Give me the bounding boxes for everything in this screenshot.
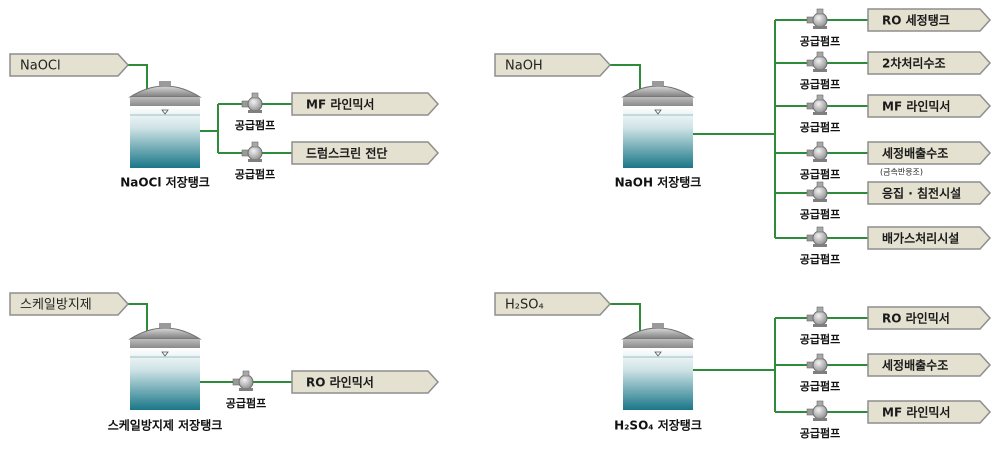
naoh-target-tag-4-shape [867,181,992,205]
naoh-pump-label-3: 공급펌프 [800,167,840,181]
naoh-target-tag-1-shape [867,51,992,75]
naoh-pump-label-4: 공급펌프 [800,207,840,221]
naoh-target-tag-2-shape [867,94,992,118]
h2so4-pump-label-2: 공급펌프 [800,426,840,440]
naocl-feed-pipe [128,64,148,89]
pipe-layer [128,19,868,413]
naoh-target-tag-3-shape [867,141,992,165]
naoh-supply-pump-icon-4 [806,181,828,202]
naocl-target-tag-1: 드럼스크린 전단 [291,141,440,165]
naoh-target-tag-0: RO 세정탱크 [867,8,992,32]
naoh-target-tag-3: 세정배출수조 [867,141,992,165]
naoh-supply-pump-icon-5 [806,226,828,247]
naocl-target-tag-1-label: 드럼스크린 전단 [306,146,387,161]
h2so4-pump-label-0: 공급펌프 [800,332,840,346]
naoh-target-tag-4-label: 응집 · 침전시설 [882,186,961,201]
h2so4-feed-pipe [610,303,641,331]
naoh-tank-label: NaOH 저장탱크 [615,175,702,190]
h2so4-target-tag-0-shape [867,306,992,330]
naoh-target-tag-0-shape [867,8,992,32]
naoh-source-tag-label: NaOH [505,59,543,74]
h2so4-source-tag: H₂SO₄ [494,292,612,316]
h2so4-target-tag-2-label: MF 라인믹서 [882,405,950,420]
naocl-supply-pump-icon-0 [241,92,263,113]
naoh-target-tag-2-label: MF 라인믹서 [882,99,950,114]
scale-pump-label-0: 공급펌프 [226,396,266,410]
naoh-target-tag-5: 배가스처리시설 [867,226,992,250]
h2so4-target-tag-2: MF 라인믹서 [867,400,992,424]
scale-tank-label: 스케일방지제 저장탱크 [108,418,223,433]
h2so4-target-tag-0-label: RO 라인믹서 [882,311,950,326]
scale-source-tag: 스케일방지제 [9,292,130,316]
h2so4-target-tag-2-shape [867,400,992,424]
naoh-supply-pump-icon-2 [806,94,828,115]
naoh-feed-pipe [610,64,641,89]
h2so4-target-tag-0: RO 라인믹서 [867,306,992,330]
scale-source-tag-label: 스케일방지제 [20,298,92,313]
h2so4-target-tag-1-label: 세정배출수조 [882,358,948,373]
naocl-target-tag-0: MF 라인믹서 [291,92,440,116]
naoh-target-tag-5-label: 배가스처리시설 [882,231,959,246]
naocl-tank-label: NaOCl 저장탱크 [120,175,210,190]
h2so4-tank-label: H₂SO₄ 저장탱크 [614,418,702,433]
naoh-supply-pump-icon-1 [806,51,828,72]
scale-target-tag-0-label: RO 라인믹서 [306,375,374,390]
scale-target-tag-0-shape [291,370,440,394]
naocl-target-tag-1-shape [291,141,440,165]
naocl-source-tag-label: NaOCl [20,59,61,74]
naoh-supply-pump-icon-0 [806,8,828,29]
h2so4-target-tag-1: 세정배출수조 [867,353,992,377]
naocl-source-tag-shape [9,53,130,77]
naoh-pump-label-0: 공급펌프 [800,34,840,48]
h2so4-supply-pump-icon-2 [806,400,828,421]
naocl-storage-tank-icon [128,81,202,168]
naocl-pump-label-1: 공급펌프 [235,167,275,181]
naoh-target-note-3: (금속반응조) [880,168,923,177]
scale-feed-pipe [128,303,148,331]
naocl-target-tag-0-shape [291,92,440,116]
naoh-source-tag: NaOH [494,53,612,77]
naoh-supply-pump-icon-3 [806,141,828,162]
h2so4-supply-pump-icon-0 [806,306,828,327]
naoh-target-tag-5-shape [867,226,992,250]
naoh-storage-tank-icon [621,81,695,168]
naoh-target-tag-2: MF 라인믹서 [867,94,992,118]
h2so4-source-tag-shape [494,292,612,316]
h2so4-pump-label-1: 공급펌프 [800,379,840,393]
naoh-pump-label-5: 공급펌프 [800,252,840,266]
scale-storage-tank-icon [128,323,202,410]
scale-supply-pump-icon-0 [232,370,254,391]
naocl-source-tag: NaOCl [9,53,130,77]
naoh-pump-label-1: 공급펌프 [800,77,840,91]
h2so4-target-tag-1-shape [867,353,992,377]
h2so4-supply-pump-icon-1 [806,353,828,374]
h2so4-source-tag-label: H₂SO₄ [505,298,544,313]
naocl-supply-pump-icon-1 [241,141,263,162]
naoh-target-tag-4: 응집 · 침전시설 [867,181,992,205]
naoh-pump-label-2: 공급펌프 [800,120,840,134]
naoh-target-tag-1: 2차처리수조 [867,51,992,75]
naoh-target-tag-0-label: RO 세정탱크 [882,13,950,28]
naocl-target-tag-0-label: MF 라인믹서 [306,97,374,112]
scale-source-tag-shape [9,292,130,316]
naoh-target-tag-1-label: 2차처리수조 [882,56,946,71]
h2so4-storage-tank-icon [621,323,695,410]
naoh-target-tag-3-label: 세정배출수조 [882,146,948,161]
scale-target-tag-0: RO 라인믹서 [291,370,440,394]
naoh-source-tag-shape [494,53,612,77]
naocl-pump-label-0: 공급펌프 [235,118,275,132]
